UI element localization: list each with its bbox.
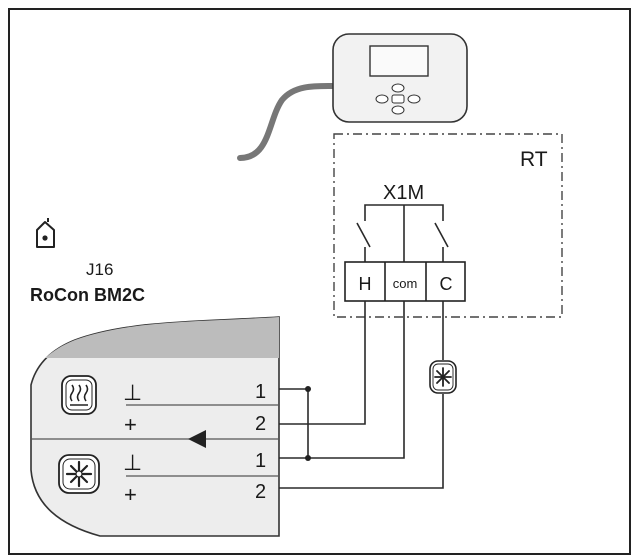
switch-c [434, 214, 449, 262]
terminal-block: H com C [344, 261, 466, 302]
ground-symbol-2: ⊥ [123, 450, 142, 475]
x1m-bracket [356, 204, 449, 262]
plus-symbol-2: + [124, 482, 137, 507]
rt-label: RT [520, 148, 548, 171]
pin-number: 2 [255, 481, 266, 503]
rt-boundary [333, 133, 563, 318]
junction-dot [305, 386, 311, 392]
pin-number: 1 [255, 450, 266, 472]
terminal-h: H [359, 274, 372, 294]
switch-h [356, 214, 371, 262]
snowflake-icon [58, 454, 100, 494]
ground-symbol-1: ⊥ [123, 380, 142, 405]
controller-board [30, 316, 280, 537]
terminal-c: C [440, 274, 453, 294]
junction-dot [305, 455, 311, 461]
heating-icon [61, 375, 97, 415]
pin-number: 1 [255, 381, 266, 403]
flow-arrow [188, 430, 206, 448]
board-id: J16 [86, 260, 113, 279]
room-thermostat-icon [237, 33, 468, 161]
plus-symbol-1: + [124, 412, 137, 437]
snowflake-icon [429, 360, 457, 394]
x1m-label: X1M [383, 182, 424, 204]
home-icon [36, 218, 55, 248]
pin-number: 2 [255, 413, 266, 435]
diagram-frame [8, 8, 631, 555]
terminal-com: com [393, 276, 418, 291]
wires [279, 301, 444, 489]
board-name: RoCon BM2C [30, 285, 145, 305]
